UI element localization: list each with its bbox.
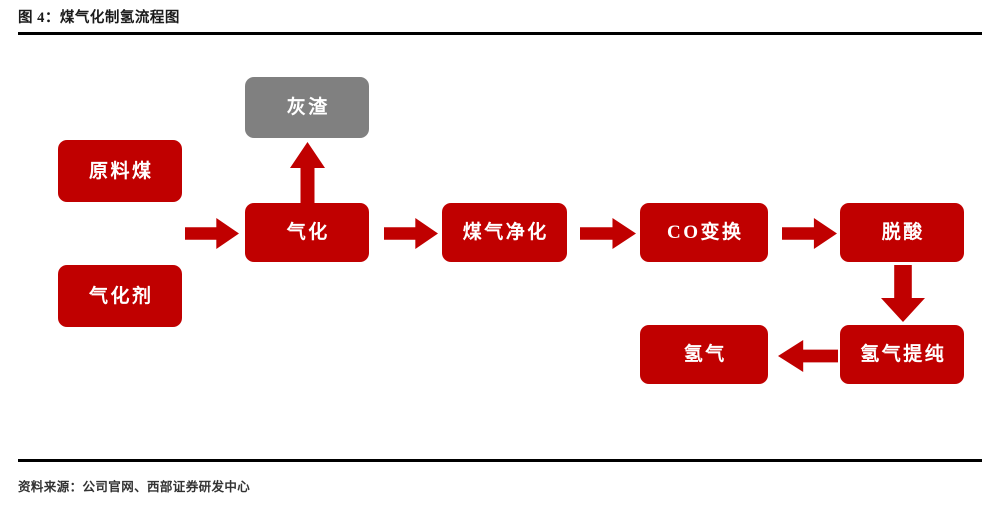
flow-node-ash-slag[interactable]: 灰渣 — [245, 77, 369, 138]
flow-node-hydrogen[interactable]: 氢气 — [640, 325, 768, 384]
arrow-right-icon-co-shift-to-deacidification — [782, 218, 837, 249]
arrow-right-icon-gas-purification-to-co-shift — [580, 218, 636, 249]
arrow-right-icon-gasification-to-gas-purification — [384, 218, 438, 249]
coal-gasification-flowchart: 原料煤 气化剂 灰渣 气化 煤气净化 CO变换 脱酸 氢气提纯 氢气 — [0, 38, 1000, 453]
flow-node-gas-purification[interactable]: 煤气净化 — [442, 203, 567, 262]
flow-node-deacidification[interactable]: 脱酸 — [840, 203, 964, 262]
figure-title: 图 4：煤气化制氢流程图 — [18, 10, 180, 26]
flow-node-co-shift-conversion[interactable]: CO变换 — [640, 203, 768, 262]
arrow-up-icon-gasification-to-ash — [290, 142, 325, 204]
arrow-right-icon-feed-to-gasification — [185, 218, 239, 249]
title-divider-rule — [18, 32, 982, 35]
arrow-left-icon-hydrogen-purification-to-hydrogen — [778, 340, 838, 372]
flow-node-gasifying-agent[interactable]: 气化剂 — [58, 265, 182, 327]
arrow-down-icon-deacidification-to-hydrogen-purification — [881, 265, 925, 322]
flow-node-gasification[interactable]: 气化 — [245, 203, 369, 262]
flow-node-hydrogen-purification[interactable]: 氢气提纯 — [840, 325, 964, 384]
source-note: 资料来源：公司官网、西部证券研发中心 — [18, 480, 251, 494]
source-divider-rule — [18, 459, 982, 462]
flow-node-raw-coal[interactable]: 原料煤 — [58, 140, 182, 202]
